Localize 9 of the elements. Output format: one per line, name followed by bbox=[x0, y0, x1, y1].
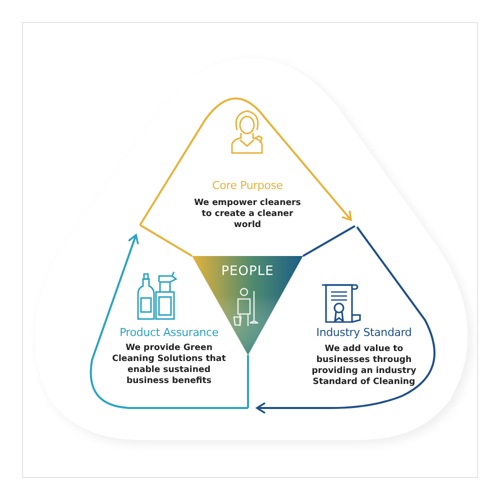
segment-description: We provide Green Cleaning Solutions that enable sustained business benefits bbox=[111, 343, 227, 387]
cycle-arrow bbox=[139, 98, 352, 226]
segment-heading: Product Assurance bbox=[118, 326, 220, 339]
cycle-arrow bbox=[256, 226, 436, 414]
segment-description: We empower cleaners to create a cleaner world bbox=[193, 198, 302, 231]
segment-heading: Core Purpose bbox=[211, 179, 284, 192]
center-label: PEOPLE bbox=[220, 264, 275, 279]
segment-description: We add value to businesses through providing an industry Standard of Cleaning bbox=[310, 344, 418, 388]
segment-heading: Industry Standard bbox=[315, 326, 413, 339]
